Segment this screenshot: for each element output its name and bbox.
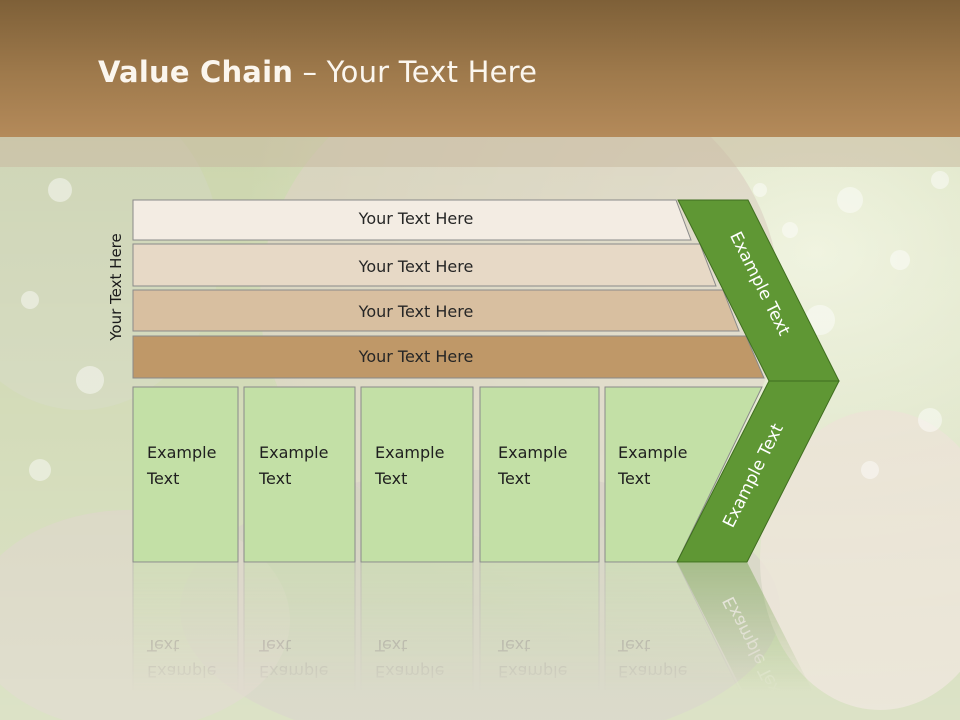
band-4[interactable] [132,335,765,379]
reflection-box-3-line-1: Example [375,662,444,681]
box-2-line-1: Example [259,443,328,462]
band-2[interactable] [132,243,717,287]
box-5-line-2: Text [617,469,650,488]
box-3-line-1: Example [375,443,444,462]
box-4-line-2: Text [497,469,530,488]
reflection-box-4-line-2: Text [497,636,530,655]
box-2-line-2: Text [258,469,291,488]
band-2-label: Your Text Here [358,257,474,276]
reflection-box-2-line-1: Example [259,662,328,681]
reflection-arrow-bottom [677,562,828,720]
title-bold: Value Chain [98,55,294,89]
slide-title: Value Chain – Your Text Here [98,55,537,89]
title-shadow-strip [0,137,960,167]
reflection-box-1 [132,561,239,720]
reflection-box-2-line-2: Text [258,636,291,655]
band-3[interactable] [132,289,740,332]
band-4-label: Your Text Here [358,347,474,366]
reflection-box-2 [243,561,356,720]
activity-box-2[interactable] [243,386,356,563]
diagram-reflection: Example Text Example Text Example Text E… [132,561,828,720]
reflection-box-5-line-1: Example [618,662,687,681]
reflection-box-5-line-2: Text [617,636,650,655]
reflection-box-4 [479,561,600,720]
box-4-line-1: Example [498,443,567,462]
band-3-label: Your Text Here [358,302,474,321]
activity-box-4[interactable] [479,386,600,563]
box-5-line-1: Example [618,443,687,462]
reflection-box-3 [360,561,474,720]
box-3-line-2: Text [374,469,407,488]
band-1[interactable] [132,199,692,241]
band-1-label: Your Text Here [358,209,474,228]
activity-box-3[interactable] [360,386,474,563]
title-band [0,0,960,137]
reflection-box-4-line-1: Example [498,662,567,681]
reflection-box-3-line-2: Text [374,636,407,655]
box-1-line-1: Example [147,443,216,462]
activity-box-1[interactable] [132,386,239,563]
box-1-line-2: Text [146,469,179,488]
reflection-box-1-line-1: Example [147,662,216,681]
title-rest: – Your Text Here [293,55,538,89]
reflection-box-1-line-2: Text [146,636,179,655]
